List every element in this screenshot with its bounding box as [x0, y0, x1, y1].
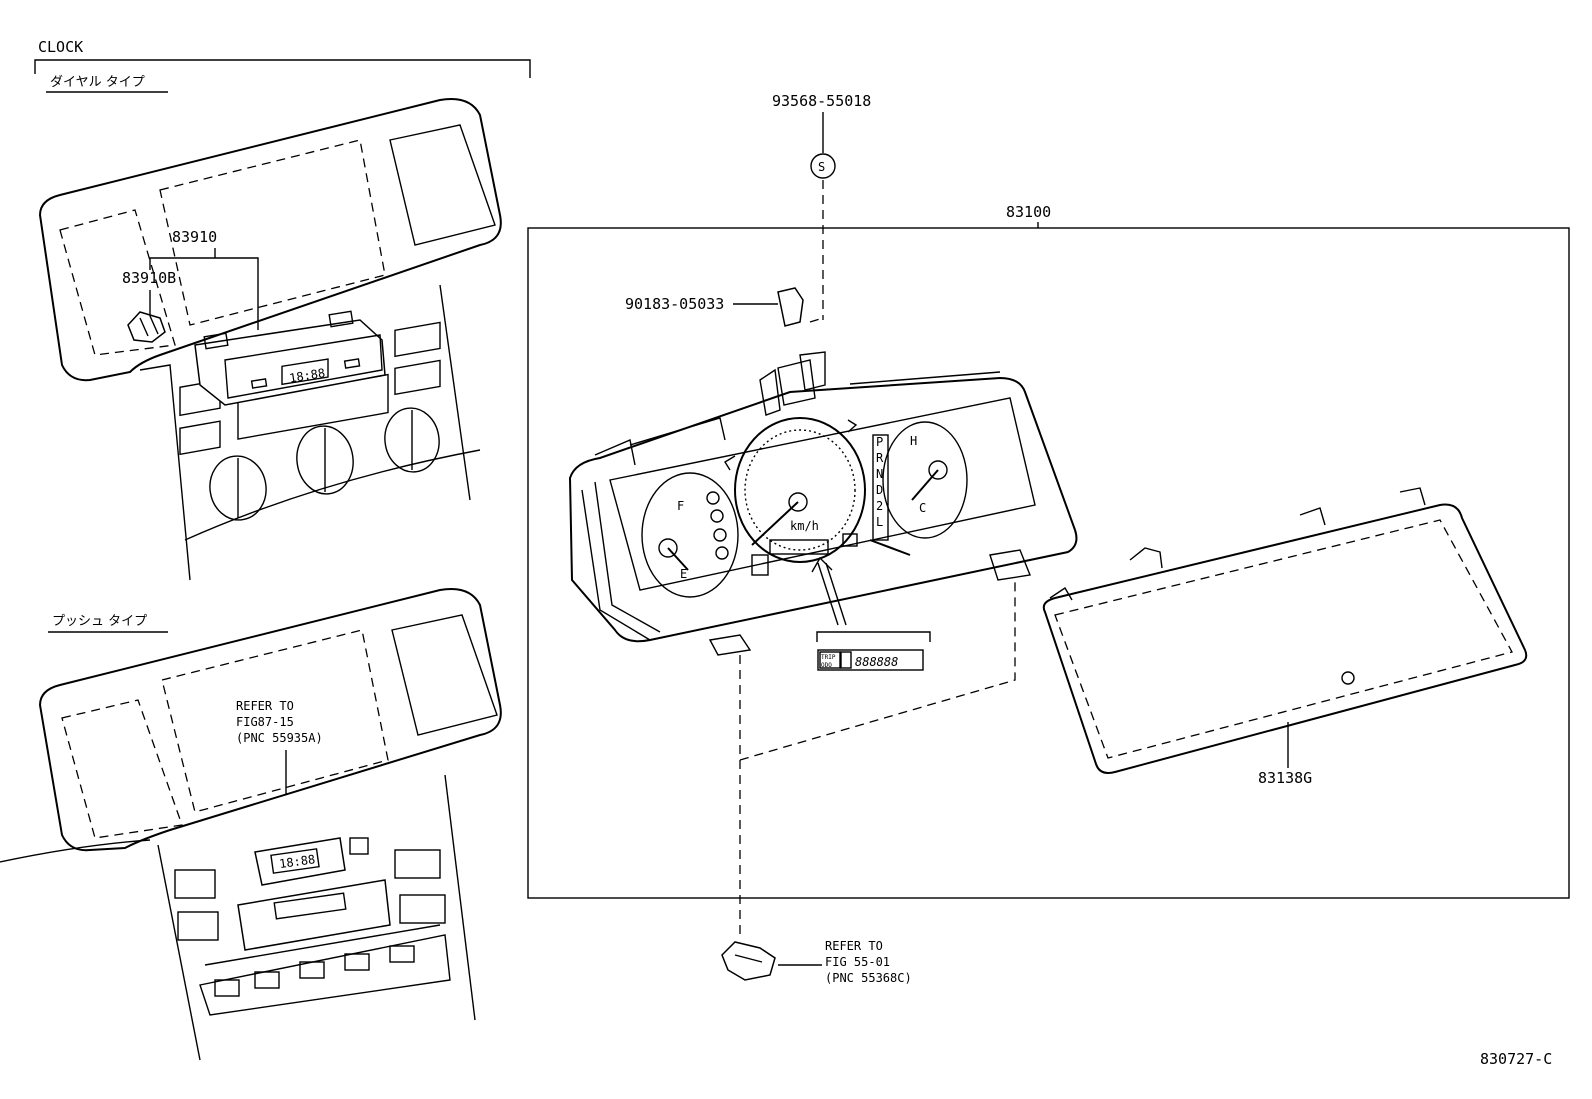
label-push-type: プッシュ タイプ	[52, 614, 147, 629]
dash-meter-bracket	[739, 580, 1016, 761]
bulb-83910B	[127, 311, 166, 343]
dial-type-dashboard	[38, 98, 502, 581]
ref-fig55-line2: FIG 55-01	[825, 955, 890, 969]
part-90183-05033: 90183-05033	[625, 295, 724, 313]
ref-fig87-line2: FIG87-15	[236, 715, 294, 729]
diagram-id: 830727-C	[1480, 1050, 1552, 1068]
leader-83910	[149, 257, 259, 330]
trip-label: TRIP	[821, 654, 836, 661]
connector-55368C	[721, 941, 776, 981]
temp-c-label: C	[919, 501, 926, 515]
glass-83138G	[1042, 487, 1528, 774]
section-bracket	[34, 59, 531, 78]
part-83910: 83910	[172, 228, 217, 246]
combination-meter: F E km/h P R N D 2 L H C	[568, 351, 1078, 656]
fuel-f-label: F	[677, 499, 684, 513]
ref-fig87-line1: REFER TO	[236, 699, 294, 713]
part-83910B: 83910B	[122, 269, 176, 287]
ref-fig87-line3: (PNC 55935A)	[236, 731, 323, 745]
ref-fig55-line3: (PNC 55368C)	[825, 971, 912, 985]
temp-h-label: H	[910, 434, 917, 448]
label-dial-type: ダイヤル タイプ	[50, 75, 145, 90]
part-83138G: 83138G	[1258, 769, 1312, 787]
assembly-box-83100	[527, 227, 1570, 899]
odo-digits: 888888	[855, 655, 898, 669]
gear-l: L	[876, 515, 883, 529]
s-mark-circle	[810, 153, 836, 179]
part-83100: 83100	[1006, 203, 1051, 221]
fuel-e-label: E	[680, 567, 687, 581]
ref-fig55-line1: REFER TO	[825, 939, 883, 953]
s-mark: S	[818, 160, 825, 174]
clock-unit-dial: 18:88	[194, 310, 386, 406]
gear-r: R	[876, 451, 884, 465]
part-93568-55018: 93568-55018	[772, 92, 871, 110]
gear-d: D	[876, 483, 883, 497]
clock-display-push: 18:88	[278, 852, 316, 871]
clip-90183	[777, 287, 804, 327]
clock-display-dial: 18:88	[288, 366, 326, 385]
gear-p: P	[876, 435, 883, 449]
odo-label: ODO	[821, 662, 832, 669]
odo-display: TRIP ODO 888888	[817, 649, 924, 671]
kmh-label: km/h	[790, 519, 819, 533]
odo-callout-bracket	[816, 631, 931, 642]
gear-2: 2	[876, 499, 883, 513]
gear-n: N	[876, 467, 883, 481]
section-title-clock: CLOCK	[38, 38, 83, 56]
push-type-dashboard: 18:88	[0, 588, 502, 1061]
